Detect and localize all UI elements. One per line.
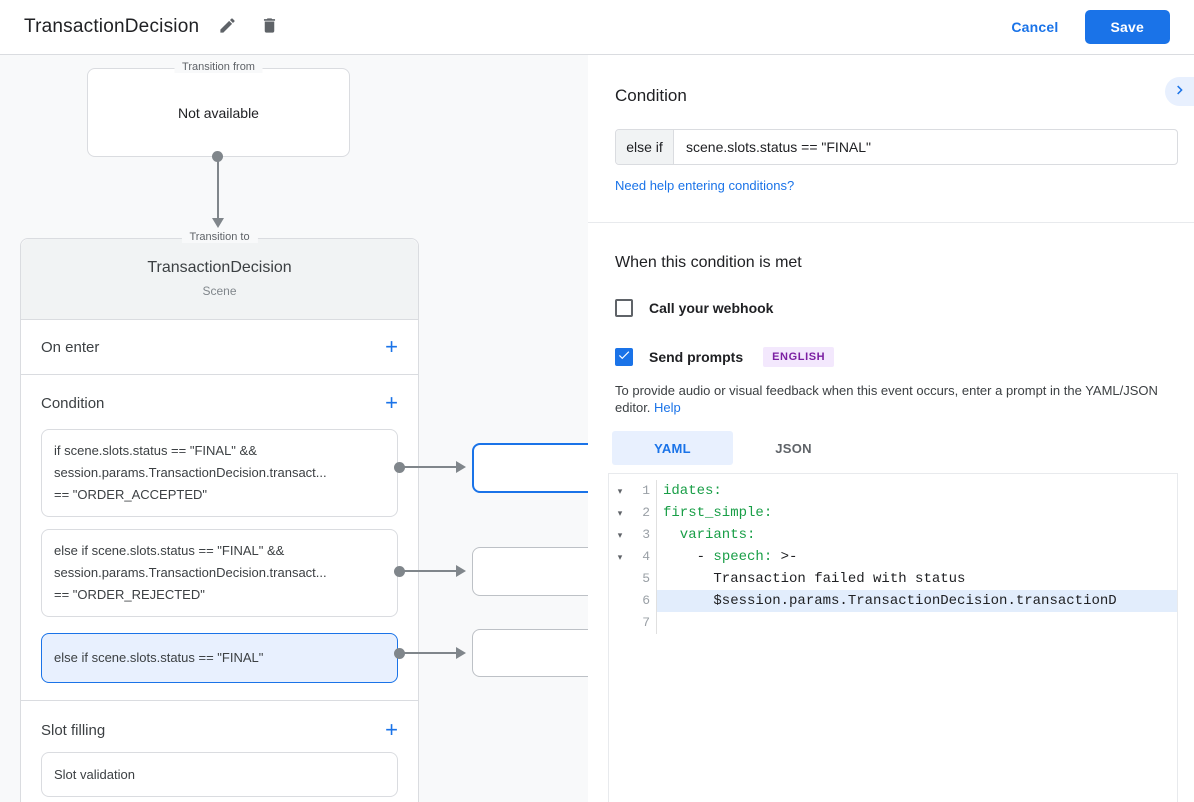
on-enter-section: On enter + — [21, 320, 418, 375]
condition-section-label: Condition — [41, 394, 105, 412]
cancel-button[interactable]: Cancel — [1011, 19, 1059, 35]
connector-line — [217, 157, 219, 219]
condition-help-link[interactable]: Need help entering conditions? — [615, 178, 795, 193]
condition-value[interactable]: scene.slots.status == "FINAL" — [686, 139, 872, 155]
connector-line — [400, 570, 457, 572]
slot-filling-label: Slot filling — [41, 721, 106, 739]
tab-json[interactable]: JSON — [733, 431, 854, 465]
line-number: 4 — [631, 546, 657, 568]
fold-arrow-icon[interactable]: ▾ — [617, 552, 623, 562]
check-icon — [617, 348, 631, 367]
fold-arrow-icon[interactable]: ▾ — [617, 530, 623, 540]
chevron-right-icon — [1172, 82, 1188, 101]
panel-divider — [588, 222, 1194, 223]
webhook-checkbox[interactable] — [615, 299, 633, 317]
code-editor[interactable]: ▾ 1 idates: ▾ 2 first_simple: ▾ 3 variants: ▾ 4 -… — [608, 473, 1178, 802]
connector-line — [400, 466, 457, 468]
editor-tabs: YAML JSON — [612, 431, 1194, 465]
condition-prefix: else if — [616, 130, 674, 164]
arrow-right-icon — [456, 461, 466, 473]
code-text: first_simple: — [663, 505, 773, 521]
code-line: ▾ 3 variants: — [609, 524, 1177, 546]
fold-spacer — [609, 568, 631, 590]
arrow-right-icon — [456, 647, 466, 659]
send-prompts-label: Send prompts — [649, 349, 744, 365]
send-prompts-checkbox[interactable] — [615, 348, 633, 366]
condition-card-final-selected[interactable]: else if scene.slots.status == "FINAL" — [41, 633, 398, 683]
target-scene-node-selected[interactable] — [472, 443, 588, 493]
condition-card-accepted[interactable]: if scene.slots.status == "FINAL" && sess… — [41, 429, 398, 517]
condition-section: Condition + if scene.slots.status == "FI… — [21, 375, 418, 701]
slot-filling-section: Slot filling + Slot validation — [21, 701, 418, 802]
delete-scene-button[interactable] — [255, 13, 283, 41]
line-number: 6 — [631, 590, 657, 612]
scene-diagram-canvas: Transition from Not available Transition… — [0, 55, 588, 802]
trash-icon — [260, 16, 279, 38]
transition-from-value: Not available — [178, 104, 259, 121]
slot-validation-card[interactable]: Slot validation — [41, 752, 398, 797]
code-line: ▾ 1 idates: — [609, 480, 1177, 502]
tab-yaml[interactable]: YAML — [612, 431, 733, 465]
language-badge: ENGLISH — [763, 347, 835, 367]
code-editor-lines: ▾ 1 idates: ▾ 2 first_simple: ▾ 3 variants: ▾ 4 -… — [609, 480, 1177, 634]
code-line: ▾ 4 - speech: >- — [609, 546, 1177, 568]
code-text — [657, 612, 1177, 634]
condition-input[interactable]: else if scene.slots.status == "FINAL" — [615, 129, 1178, 165]
on-enter-label: On enter — [41, 338, 100, 356]
connector-dot — [212, 151, 223, 162]
code-text: $session.params.TransactionDecision.tran… — [657, 590, 1177, 612]
code-text: idates: — [663, 483, 722, 499]
line-number: 1 — [631, 480, 657, 502]
edit-title-button[interactable] — [213, 13, 241, 41]
connector-dot — [394, 648, 405, 659]
target-scene-node[interactable] — [472, 629, 588, 677]
condition-heading: Condition — [615, 86, 687, 105]
top-bar: TransactionDecision Cancel Save — [0, 0, 1194, 55]
fold-spacer — [609, 612, 631, 634]
transition-from-legend: Transition from — [174, 61, 263, 73]
transition-to-legend: Transition to — [181, 231, 258, 243]
send-prompts-row: Send prompts ENGLISH — [615, 347, 1194, 367]
fold-spacer — [609, 590, 631, 612]
connector-dot — [394, 462, 405, 473]
arrow-down-icon — [212, 218, 224, 228]
target-scene-node[interactable] — [472, 547, 588, 596]
connector-line — [400, 652, 457, 654]
code-line: ▾ 2 first_simple: — [609, 502, 1177, 524]
scene-node-subtitle: Scene — [202, 284, 237, 298]
add-condition-button[interactable]: + — [385, 390, 398, 415]
code-line: 5 Transaction failed with status — [609, 568, 1177, 590]
prompt-hint: To provide audio or visual feedback when… — [615, 383, 1158, 415]
when-condition-heading: When this condition is met — [615, 254, 802, 271]
condition-card-rejected[interactable]: else if scene.slots.status == "FINAL" &&… — [41, 529, 398, 617]
save-button[interactable]: Save — [1084, 10, 1170, 44]
page-title: TransactionDecision — [24, 16, 200, 37]
webhook-row: Call your webhook — [615, 299, 1194, 317]
transition-from-node[interactable]: Transition from Not available — [87, 61, 350, 157]
code-line: 6 $session.params.TransactionDecision.tr… — [609, 590, 1177, 612]
fold-arrow-icon[interactable]: ▾ — [617, 486, 623, 496]
transition-to-node: Transition to TransactionDecision Scene … — [20, 231, 419, 802]
arrow-right-icon — [456, 565, 466, 577]
code-text: - speech: >- — [663, 549, 798, 565]
condition-detail-panel: Condition else if scene.slots.status == … — [588, 55, 1194, 802]
line-number: 2 — [631, 502, 657, 524]
add-slot-button[interactable]: + — [385, 717, 398, 742]
code-text: Transaction failed with status — [663, 571, 966, 587]
line-number: 3 — [631, 524, 657, 546]
webhook-label: Call your webhook — [649, 300, 774, 316]
connector-dot — [394, 566, 405, 577]
scene-node-title: TransactionDecision — [147, 259, 292, 276]
hint-help-link[interactable]: Help — [654, 400, 681, 415]
add-on-enter-button[interactable]: + — [385, 334, 398, 359]
line-number: 5 — [631, 568, 657, 590]
code-text: variants: — [663, 527, 756, 543]
fold-arrow-icon[interactable]: ▾ — [617, 508, 623, 518]
scene-node-header[interactable]: TransactionDecision Scene — [21, 239, 418, 320]
code-line: 7 — [609, 612, 1177, 634]
pencil-icon — [218, 16, 237, 38]
line-number: 7 — [631, 612, 657, 634]
collapse-panel-button[interactable] — [1165, 77, 1194, 106]
